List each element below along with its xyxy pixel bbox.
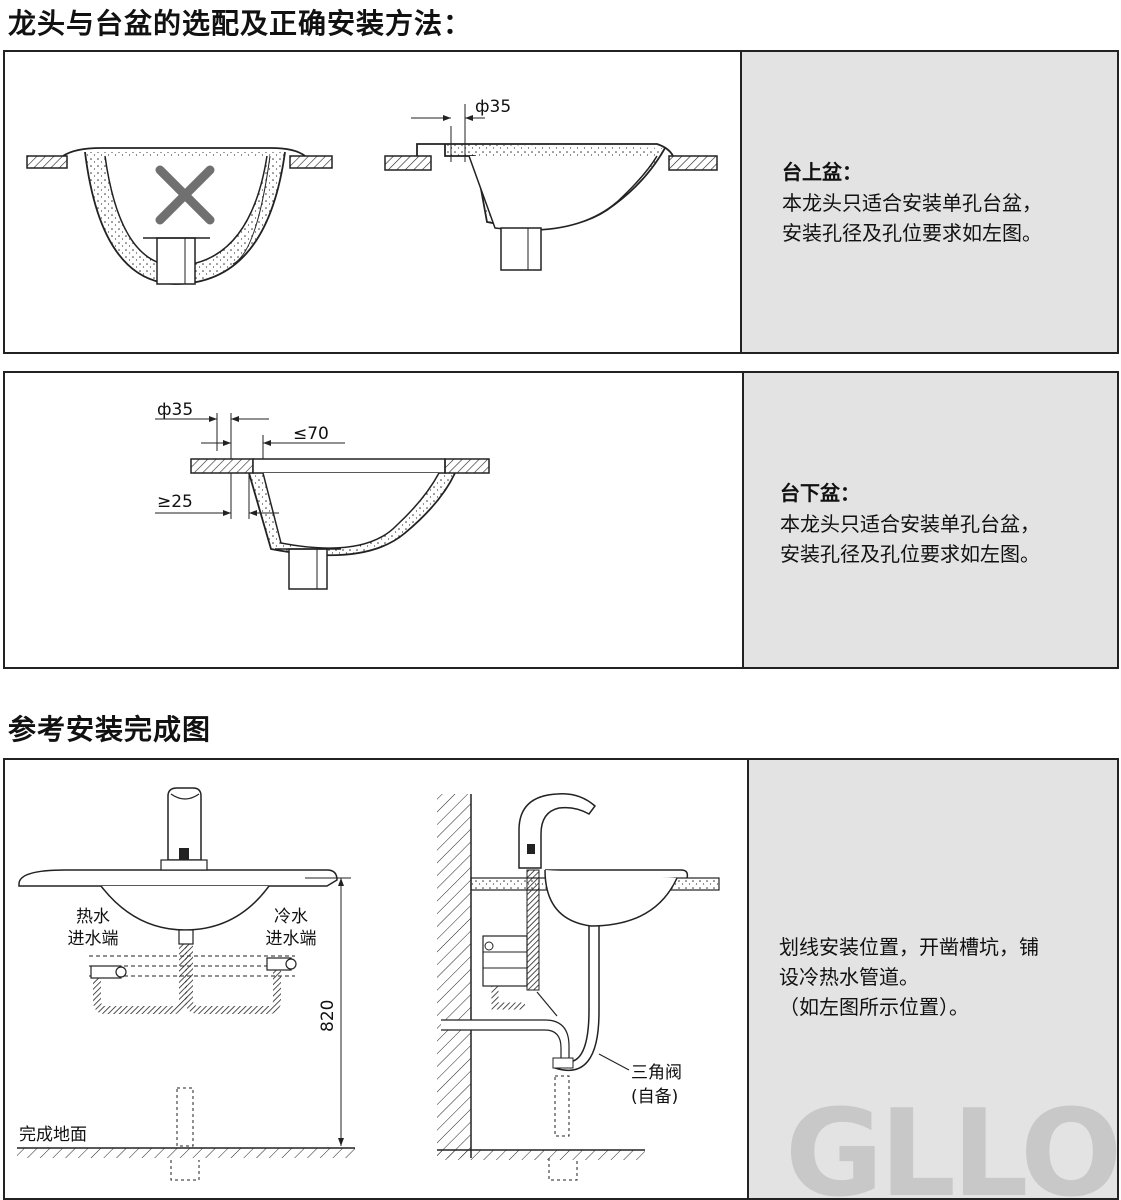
above-counter-title: 台上盆： <box>782 160 862 184</box>
side-view-diagram: 三角阀 (自备) <box>437 793 720 1181</box>
panel-under-counter-basin: ф35 ≤70 ≥25 台下盆： 本龙头只适合安装单孔台盆， 安装孔径及孔位要求… <box>3 371 1119 669</box>
panel-installation-reference: 热水 进水端 冷水 进水端 820 完成地面 <box>3 758 1119 1200</box>
under-counter-basin-diagram: ф35 ≤70 ≥25 <box>155 400 490 590</box>
cold-inlet-label-line2: 进水端 <box>266 929 317 949</box>
section-title-installation-reference: 参考安装完成图 <box>8 713 212 746</box>
above-counter-text: 本龙头只适合安装单孔台盆， 安装孔径及孔位要求如左图。 <box>782 191 1042 245</box>
under-counter-text: 本龙头只适合安装单孔台盆， 安装孔径及孔位要求如左图。 <box>780 512 1040 566</box>
wrong-mark-icon <box>155 165 215 225</box>
under-hole-max-distance: ≤70 <box>293 424 329 444</box>
above-hole-diameter: ф35 <box>475 97 511 117</box>
hot-inlet-label-line2: 进水端 <box>68 929 119 949</box>
panel-above-counter-basin: ф35 台上盆： 本龙头只适合安装单孔台盆， 安装孔径及孔位要求如左图。 <box>3 50 1119 354</box>
faucet-icon <box>160 787 208 871</box>
installation-height: 820 <box>318 1000 338 1032</box>
section-title-basin-selection: 龙头与台盆的选配及正确安装方法： <box>8 7 473 40</box>
installation-diagrams: 热水 进水端 冷水 进水端 820 完成地面 <box>17 787 720 1181</box>
triangle-valve-label-line2: (自备) <box>631 1087 678 1107</box>
finished-floor-label: 完成地面 <box>19 1125 87 1145</box>
above-counter-description-box: 台上盆： 本龙头只适合安装单孔台盆， 安装孔径及孔位要求如左图。 <box>740 52 1117 352</box>
installation-description-box: 划线安装位置，开凿槽坑，铺 设冷热水管道。 （如左图所示位置）。 <box>747 760 1117 1198</box>
under-hole-min-distance: ≥25 <box>157 492 193 512</box>
wrong-basin-diagram <box>26 147 333 285</box>
side-faucet-icon <box>518 793 597 869</box>
under-counter-title: 台下盆： <box>780 481 860 505</box>
under-hole-diameter: ф35 <box>157 400 193 420</box>
hot-inlet-label-line1: 热水 <box>76 907 110 927</box>
gllo-logo: GLLO <box>785 1085 1121 1200</box>
under-counter-description-box: 台下盆： 本龙头只适合安装单孔台盆， 安装孔径及孔位要求如左图。 <box>742 373 1117 667</box>
installation-text: 划线安装位置，开凿槽坑，铺 设冷热水管道。 （如左图所示位置）。 <box>779 935 1039 1019</box>
correct-above-counter-basin-diagram: ф35 <box>384 97 718 271</box>
above-counter-basin-diagrams: ф35 <box>26 97 718 285</box>
cold-inlet-label-line1: 冷水 <box>274 907 308 927</box>
triangle-valve-label-line1: 三角阀 <box>631 1063 682 1083</box>
front-view-diagram: 热水 进水端 冷水 进水端 820 完成地面 <box>17 787 355 1181</box>
